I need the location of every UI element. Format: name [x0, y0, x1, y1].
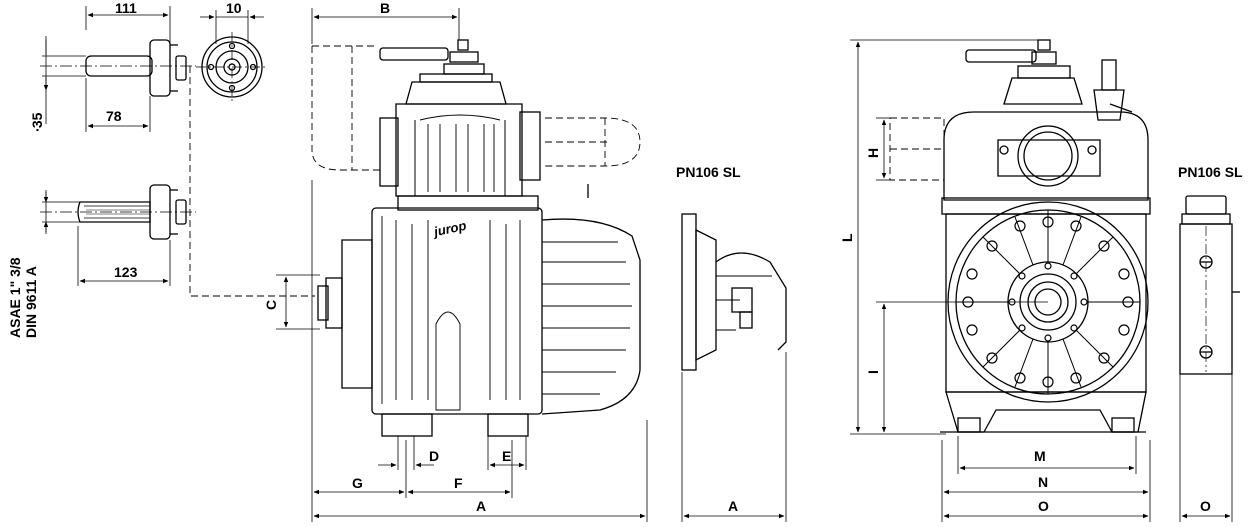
- dim-a-label-main: A: [476, 498, 487, 514]
- dim-f-label: F: [454, 475, 463, 491]
- dim-c-label: C: [263, 299, 279, 310]
- connector-lines: [189, 66, 315, 297]
- asae-spec-label: ASAE 1" 3/8: [7, 257, 23, 338]
- din-spec-label: DIN 9611 A: [23, 266, 39, 338]
- dim-h-label: H: [865, 147, 881, 158]
- dim-diameter-35-label: ∙35: [29, 112, 45, 132]
- dim-n-label: N: [1038, 474, 1049, 490]
- shaft-detail-bottom: [40, 184, 196, 286]
- dim-b-label: B: [380, 0, 391, 16]
- dim-111-label: 111: [115, 0, 137, 16]
- dim-i-label: I: [865, 370, 881, 374]
- model-label-front: PN106 SL: [1178, 164, 1243, 180]
- model-label-side: PN106 SL: [676, 164, 741, 180]
- dim-10-label: 10: [226, 0, 242, 16]
- sl-side-view: [681, 213, 787, 522]
- shaft-detail-top: [40, 6, 196, 132]
- pump-front-view: [850, 39, 1151, 522]
- dim-a-label-sl: A: [728, 498, 739, 514]
- dim-l-label: L: [839, 233, 855, 242]
- dim-e-label: E: [502, 448, 512, 464]
- dim-g-label: G: [352, 475, 363, 491]
- sl-front-view: [1179, 195, 1240, 522]
- dim-d-label: D: [429, 448, 440, 464]
- dim-o-label-sl: O: [1200, 498, 1211, 514]
- dim-78-label: 78: [106, 108, 122, 124]
- pump-side-view: [276, 8, 648, 522]
- flange-front-view: [196, 10, 268, 102]
- dim-123-label: 123: [114, 264, 138, 280]
- dim-o-label-main: O: [1038, 498, 1049, 514]
- dim-m-label: M: [1034, 448, 1046, 464]
